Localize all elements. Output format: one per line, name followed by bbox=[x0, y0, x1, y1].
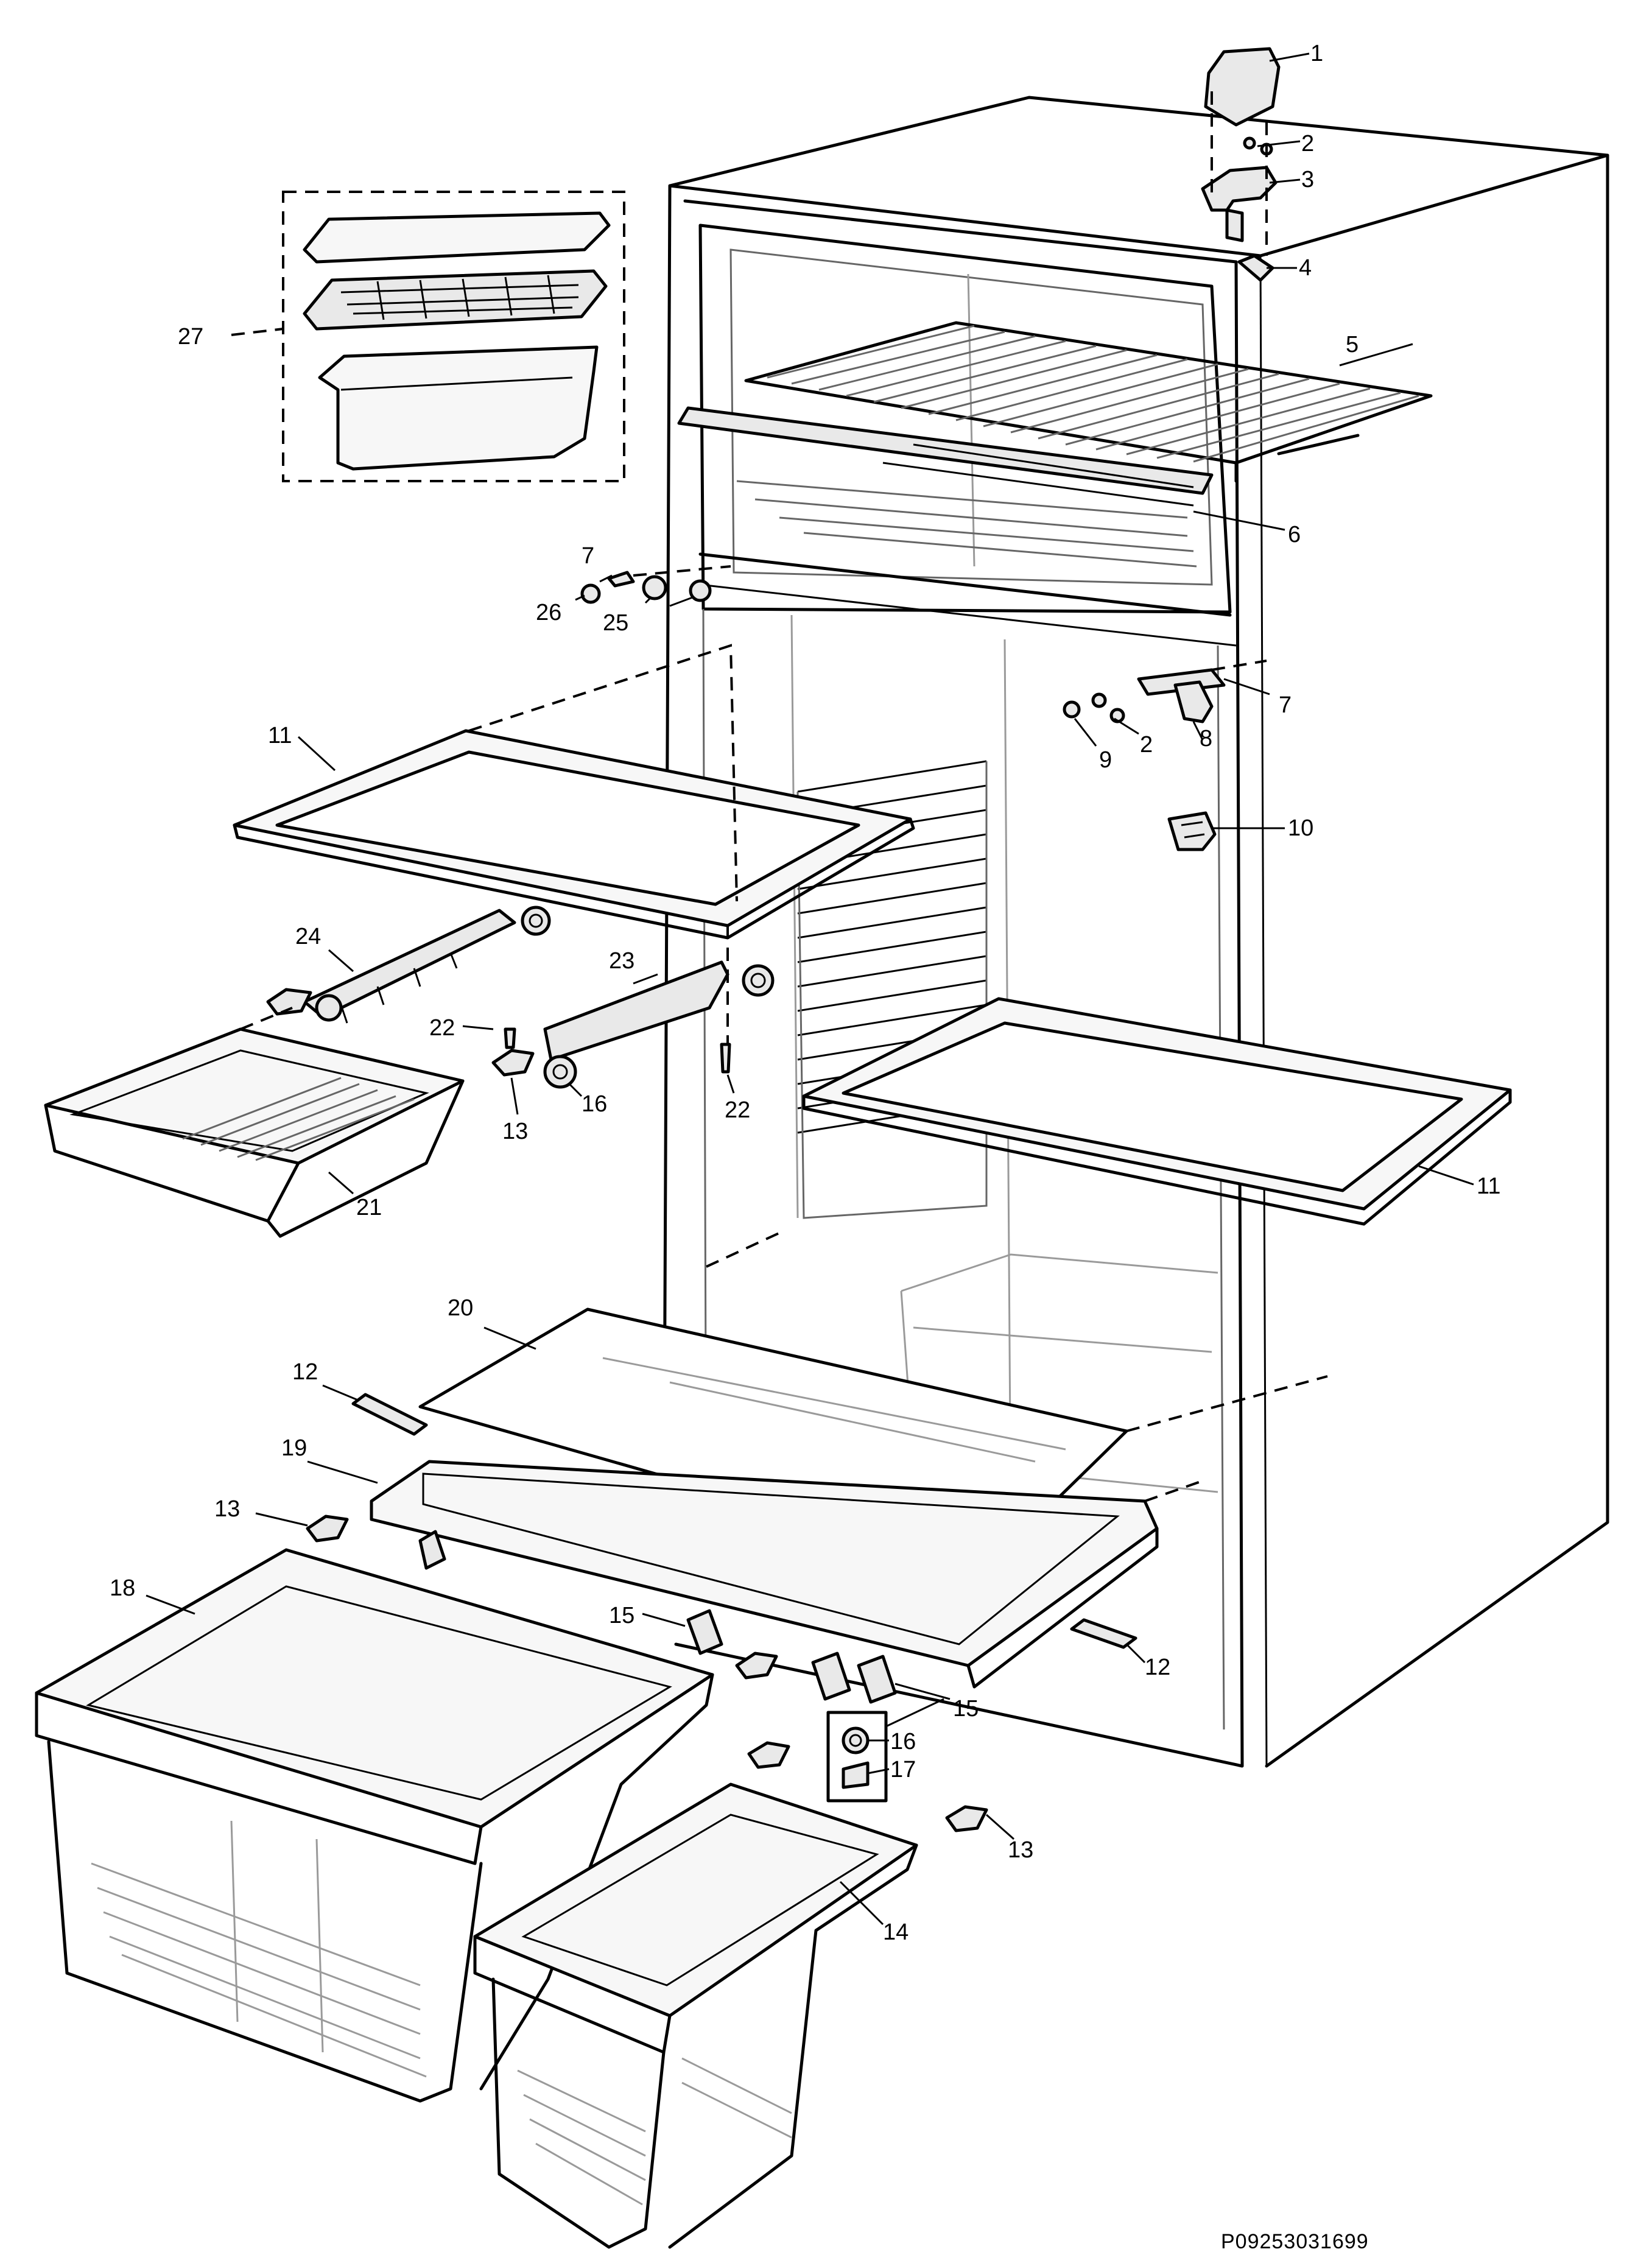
callout-9: 9 bbox=[1099, 747, 1112, 773]
crisper-frame-rails bbox=[351, 1393, 1137, 1649]
hinge-pins bbox=[580, 565, 731, 604]
freezer-wire-shelf bbox=[744, 321, 1433, 483]
callout-2: 2 bbox=[1301, 131, 1314, 157]
callout-14: 14 bbox=[883, 1919, 909, 1945]
freezer-shelf-front-bar bbox=[677, 406, 1214, 507]
mounting-screws bbox=[504, 1027, 731, 1074]
callout-23: 23 bbox=[609, 948, 634, 974]
drawing-code: P09253031699 bbox=[1221, 2230, 1369, 2253]
callout-11-upper: 11 bbox=[268, 723, 292, 748]
callout-6: 6 bbox=[1288, 522, 1301, 547]
callout-7-middle: 7 bbox=[1279, 692, 1292, 718]
callout-16-upper: 16 bbox=[582, 1091, 607, 1117]
lower-glass-shelf bbox=[802, 997, 1512, 1226]
callout-5: 5 bbox=[1346, 332, 1359, 357]
callout-1: 1 bbox=[1310, 41, 1323, 66]
ice-bucket bbox=[318, 345, 599, 471]
upper-crisper-drawer bbox=[44, 1007, 465, 1238]
callout-25: 25 bbox=[603, 610, 628, 636]
crisper-cover-frame bbox=[370, 1229, 1328, 1689]
callout-12-right: 12 bbox=[1145, 1655, 1170, 1680]
upper-glass-shelf bbox=[233, 644, 915, 1047]
callout-labels: 1 2 3 4 5 6 7 26 25 27 7 2 8 9 10 11 11 … bbox=[110, 41, 1500, 1945]
callout-20: 20 bbox=[448, 1295, 473, 1321]
large-crisper-drawer bbox=[35, 1548, 714, 2103]
callout-19: 19 bbox=[281, 1435, 307, 1461]
callout-22-left: 22 bbox=[429, 1015, 455, 1041]
callout-leader-lines bbox=[146, 52, 1474, 1926]
callout-13-lower: 13 bbox=[1008, 1837, 1033, 1863]
callout-15-left: 15 bbox=[609, 1603, 634, 1628]
hinge-cover bbox=[1204, 47, 1281, 127]
callout-26: 26 bbox=[536, 600, 561, 625]
refrigerator-cabinet bbox=[662, 96, 1609, 1768]
callout-2-middle: 2 bbox=[1140, 732, 1153, 758]
callout-11-lower: 11 bbox=[1477, 1173, 1500, 1199]
top-hinge-assembly bbox=[1201, 47, 1281, 282]
crisper-rollers-upper bbox=[491, 1049, 577, 1089]
ice-cube-tray bbox=[303, 269, 608, 331]
crisper-shelf-rail bbox=[266, 906, 551, 1024]
callout-27: 27 bbox=[178, 324, 203, 350]
callout-7: 7 bbox=[582, 543, 594, 569]
callout-8: 8 bbox=[1200, 726, 1212, 751]
callout-3: 3 bbox=[1301, 167, 1314, 192]
small-crisper-drawer bbox=[473, 1782, 918, 2249]
crisper-shelf-rail-right bbox=[543, 960, 775, 1061]
callout-18: 18 bbox=[110, 1575, 135, 1601]
ice-tray-assembly bbox=[231, 191, 625, 482]
callout-17: 17 bbox=[890, 1757, 916, 1782]
callout-24: 24 bbox=[295, 924, 321, 949]
callout-13-mid: 13 bbox=[214, 1496, 240, 1522]
top-hinge bbox=[1201, 166, 1278, 212]
callout-12-left: 12 bbox=[292, 1359, 318, 1385]
callout-16-inset: 16 bbox=[890, 1729, 916, 1754]
callout-10: 10 bbox=[1288, 815, 1313, 841]
callout-15-right: 15 bbox=[953, 1696, 979, 1722]
roller-parts-inset bbox=[826, 1711, 888, 1803]
crisper-rollers-lower bbox=[306, 1515, 988, 1832]
middle-hinge-assembly bbox=[1063, 660, 1267, 723]
callout-22-right: 22 bbox=[725, 1097, 750, 1123]
ice-tray-cover bbox=[303, 211, 611, 264]
callout-21: 21 bbox=[356, 1195, 382, 1220]
thermostat-knob bbox=[1167, 811, 1217, 851]
callout-13-upper: 13 bbox=[502, 1119, 528, 1144]
callout-4: 4 bbox=[1299, 255, 1312, 281]
